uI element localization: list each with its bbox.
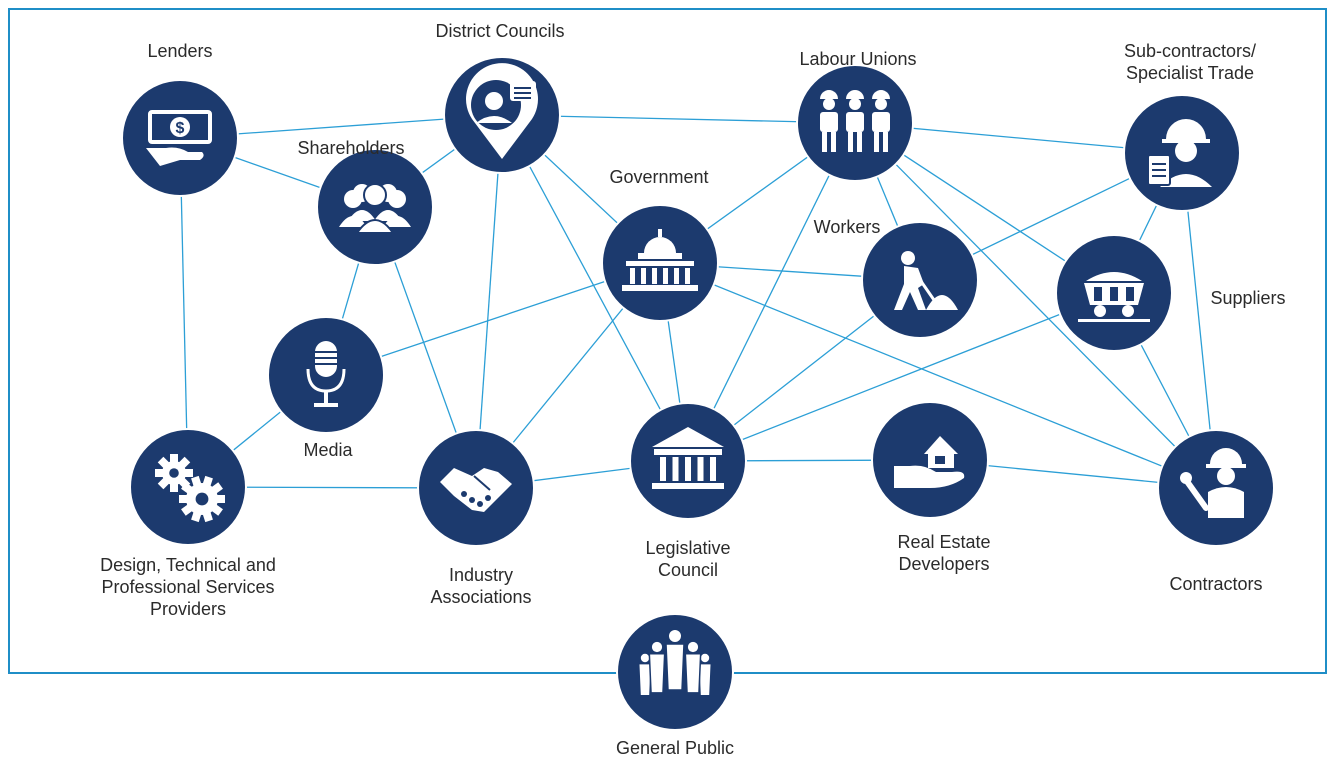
contractor-wrench-icon bbox=[1180, 448, 1246, 518]
edge-district-industry bbox=[475, 114, 503, 489]
node-public bbox=[616, 613, 734, 731]
label-industry: Industry Associations bbox=[430, 565, 532, 607]
node-realestate bbox=[871, 401, 989, 519]
node-unions bbox=[796, 64, 914, 182]
group-people-icon bbox=[339, 183, 411, 234]
label-government: Government bbox=[609, 167, 709, 187]
edge-unions-contractors bbox=[854, 122, 1217, 489]
edge-district-legco bbox=[501, 114, 689, 462]
node-subcon bbox=[1123, 94, 1241, 212]
label-legco: Legislative Council bbox=[645, 538, 731, 580]
worker-shovel-icon bbox=[894, 251, 958, 310]
label-unions: Labour Unions bbox=[799, 49, 917, 69]
crowd-icon bbox=[637, 630, 713, 697]
engineer-clipboard-icon bbox=[1147, 119, 1212, 187]
label-subcon: Sub-contractors/ Specialist Trade bbox=[1123, 41, 1257, 83]
node-workers bbox=[861, 221, 979, 339]
edge-government-contractors bbox=[659, 262, 1217, 489]
node-district bbox=[443, 56, 561, 174]
label-suppliers: Suppliers bbox=[1210, 288, 1286, 308]
microphone-icon bbox=[306, 341, 346, 407]
money-hand-icon: $ bbox=[146, 110, 212, 166]
node-government bbox=[601, 204, 719, 322]
person-chat-pin-icon bbox=[466, 63, 538, 159]
node-design bbox=[129, 428, 247, 546]
label-design: Design, Technical and Professional Servi… bbox=[100, 555, 276, 619]
node-shareholders bbox=[316, 148, 434, 266]
node-circle-contractors bbox=[1157, 429, 1275, 547]
label-workers: Workers bbox=[813, 217, 881, 237]
mine-cart-icon bbox=[1078, 272, 1150, 322]
node-media bbox=[267, 316, 385, 434]
capitol-building-icon bbox=[622, 229, 698, 291]
house-hand-icon bbox=[894, 436, 965, 488]
node-circle-lenders bbox=[121, 79, 239, 197]
nodes-layer: $ bbox=[121, 56, 1275, 731]
workers-group-icon bbox=[820, 90, 890, 152]
edge-suppliers-legco bbox=[687, 292, 1115, 462]
label-lenders: Lenders bbox=[147, 41, 213, 61]
label-realestate: Real Estate Developers bbox=[897, 532, 991, 574]
courthouse-icon bbox=[652, 427, 724, 489]
label-media: Media bbox=[303, 440, 353, 460]
node-lenders: $ bbox=[121, 79, 239, 197]
node-suppliers bbox=[1055, 234, 1173, 352]
label-district: District Councils bbox=[435, 21, 565, 41]
node-contractors bbox=[1157, 429, 1275, 547]
label-shareholders: Shareholders bbox=[297, 138, 405, 158]
node-legco bbox=[629, 402, 747, 520]
label-public: General Public bbox=[615, 738, 735, 758]
edge-unions-legco bbox=[687, 122, 856, 462]
svg-text:$: $ bbox=[176, 120, 185, 137]
handshake-icon bbox=[440, 468, 512, 512]
label-contractors: Contractors bbox=[1169, 574, 1263, 594]
node-industry bbox=[417, 429, 535, 547]
